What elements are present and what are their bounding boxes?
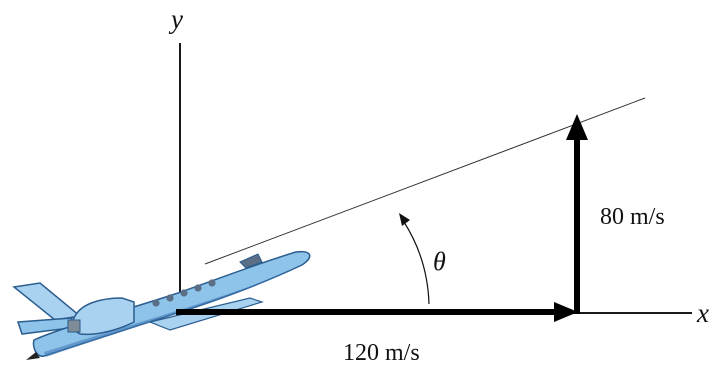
- angle-label: θ: [433, 247, 446, 276]
- vertical-velocity-label: 80 m/s: [600, 204, 665, 230]
- x-axis-label: x: [696, 298, 709, 328]
- vertical-arrowhead: [566, 114, 588, 140]
- flight-path-line: [204, 97, 646, 265]
- y-axis-label: y: [168, 4, 183, 34]
- horizontal-velocity-label: 120 m/s: [343, 340, 420, 366]
- angle-arc: [403, 221, 430, 305]
- horizontal-arrowhead: [554, 302, 578, 322]
- jet-airplane-icon: [12, 250, 311, 360]
- angle-arc-arrowhead: [399, 213, 410, 226]
